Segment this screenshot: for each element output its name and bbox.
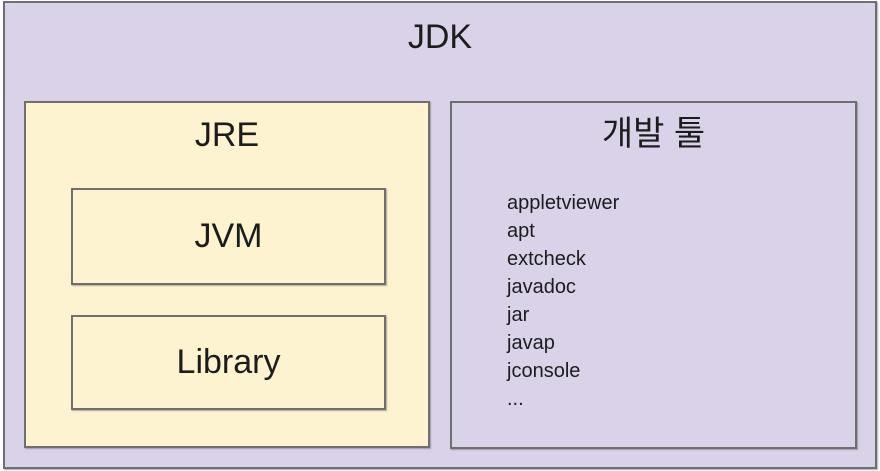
dev-tools-list: appletviewer apt extcheck javadoc jar javap jc… — [507, 189, 619, 413]
jre-title: JRE — [194, 116, 260, 154]
dev-tool-item: javadoc — [507, 276, 576, 298]
dev-tools-title: 개발 툴 — [601, 115, 706, 153]
jdk-title: JDK — [407, 18, 473, 56]
dev-tool-item: jar — [507, 304, 530, 326]
jre-box: JRE JVM Library — [24, 101, 430, 448]
library-box: Library — [71, 315, 386, 410]
dev-tool-item: appletviewer — [507, 192, 620, 214]
jdk-box: JDK JRE JVM Library 개발 툴 appletviewer apt… — [3, 1, 877, 469]
dev-tools-box: 개발 툴 appletviewer apt extcheck javadoc jar ja… — [450, 101, 857, 449]
dev-tool-item: javap — [507, 332, 555, 354]
jvm-label: JVM — [194, 217, 263, 255]
dev-tool-item: apt — [507, 220, 535, 242]
dev-tool-item: ... — [507, 388, 524, 410]
dev-tool-item: extcheck — [507, 248, 586, 270]
dev-tool-item: jconsole — [507, 360, 581, 382]
jvm-box: JVM — [71, 188, 386, 285]
library-label: Library — [176, 343, 281, 381]
